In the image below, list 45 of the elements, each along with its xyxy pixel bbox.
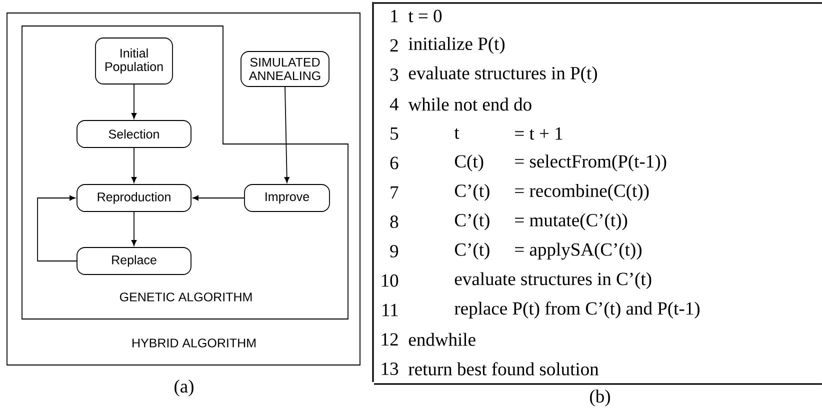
process-box: Reproduction: [76, 184, 192, 212]
code-line: endwhile: [408, 332, 476, 346]
code-line: evaluate structures in P(t): [408, 66, 597, 84]
line-number: 12: [382, 333, 398, 346]
arrow: [131, 84, 137, 119]
panel-caption: (b): [590, 390, 610, 406]
line-number: 6: [390, 156, 398, 170]
code-expression: = selectFrom(P(t-1)): [515, 154, 666, 172]
code-line: evaluate structures in C’(t): [454, 272, 652, 289]
line-number: 8: [390, 216, 398, 228]
code-line: replace P(t) from C’(t) and P(t-1): [454, 302, 700, 318]
line-number: 11: [382, 304, 398, 316]
process-box: Selection: [76, 120, 192, 148]
process-box: Improve: [244, 184, 330, 212]
arrow: [131, 148, 137, 183]
line-number: 4: [390, 98, 399, 110]
line-number: 3: [390, 68, 398, 82]
code-expression: = recombine(C(t)): [515, 184, 649, 201]
code-term: C’(t): [454, 242, 490, 260]
code-line: initialize P(t): [408, 37, 505, 54]
arrow: [284, 86, 290, 183]
line-number: 9: [390, 244, 398, 258]
line-number: 2: [390, 39, 398, 52]
line-number: 5: [390, 127, 398, 140]
code-term: t: [454, 128, 460, 139]
code-line: while not end do: [408, 98, 532, 111]
process-box: Replace: [76, 247, 192, 275]
code-expression: = mutate(C’(t)): [515, 213, 628, 230]
line-number: 10: [382, 274, 398, 287]
arrow: [131, 212, 137, 246]
code-line: t = 0: [408, 10, 442, 22]
code-expression: = applySA(C’(t)): [515, 242, 642, 260]
line-number: 7: [390, 186, 398, 198]
code-line: return best found solution: [408, 362, 599, 376]
line-number: 1: [391, 10, 398, 22]
line-number: 13: [382, 362, 398, 376]
code-expression: = t + 1: [515, 127, 562, 140]
process-box: SIMULATED ANNEALING: [240, 51, 330, 87]
arrow: [37, 195, 77, 262]
panel-caption: (a): [174, 380, 194, 396]
code-term: C’(t): [454, 184, 490, 201]
code-term: C(t): [454, 154, 484, 172]
arrow: [192, 195, 244, 201]
code-term: C’(t): [454, 213, 490, 230]
process-box: Initial Population: [95, 38, 173, 84]
